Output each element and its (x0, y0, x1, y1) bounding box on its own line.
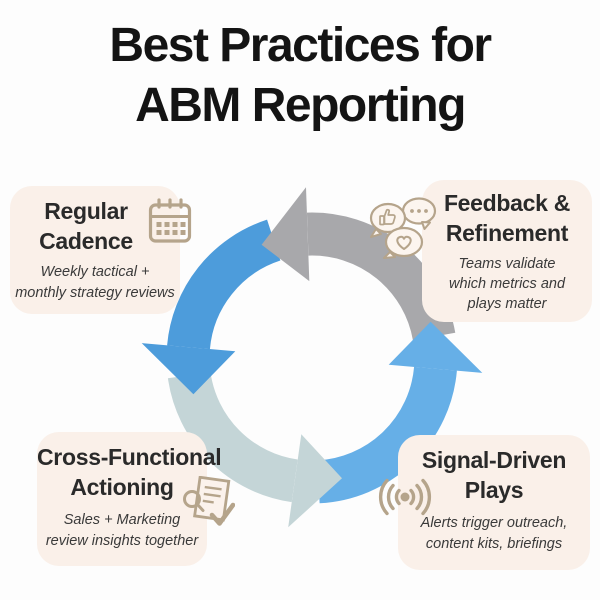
card-title-line: Plays (464, 477, 524, 503)
card-title-line: Cross-Functional (37, 444, 222, 470)
card-title-line: Cadence (39, 228, 133, 254)
page-title-line-2: ABM Reporting (135, 79, 466, 132)
cycle-arrowhead-right (388, 321, 483, 373)
card-subtitle-line: Weekly tactical + (40, 264, 150, 280)
card-feedback-refinement: Feedback & Refinement Teams validate whi… (422, 180, 592, 322)
card-title-line: Signal-Driven (421, 447, 567, 473)
card-subtitle-line: monthly strategy reviews (15, 285, 175, 301)
cycle-arc-bottom (167, 371, 299, 503)
feedback-bubbles-icon (369, 197, 437, 259)
card-title-line: Actioning (70, 474, 174, 500)
card-subtitle-line: Sales + Marketing (63, 512, 181, 528)
document-review-icon (183, 476, 235, 526)
card-subtitle-line: content kits, briefings (425, 536, 563, 552)
card-subtitle-line: review insights together (45, 533, 199, 549)
cycle-arrowhead-left (141, 343, 236, 395)
signal-waves-icon (378, 478, 432, 516)
calendar-icon (148, 198, 192, 243)
card-subtitle-line: which metrics and (448, 276, 566, 292)
cycle-arrowhead-bottom (288, 434, 342, 528)
card-subtitle-line: plays matter (467, 296, 547, 312)
cycle-arc-left (167, 219, 281, 350)
card-cross-functional-actioning: Cross-Functional Actioning Sales + Marke… (37, 432, 222, 566)
card-subtitle-line: Alerts trigger outreach, (420, 515, 568, 531)
page-title: Best Practices for ABM Reporting (0, 16, 600, 136)
card-subtitle-line: Teams validate (458, 256, 556, 272)
page-title-line-1: Best Practices for (109, 19, 492, 72)
card-title-line: Refinement (445, 220, 569, 246)
cycle-arrowhead-top (261, 187, 310, 282)
card-title-line: Feedback & (443, 190, 571, 216)
card-title-line: Regular (44, 198, 128, 224)
cycle-diagram (141, 187, 483, 528)
